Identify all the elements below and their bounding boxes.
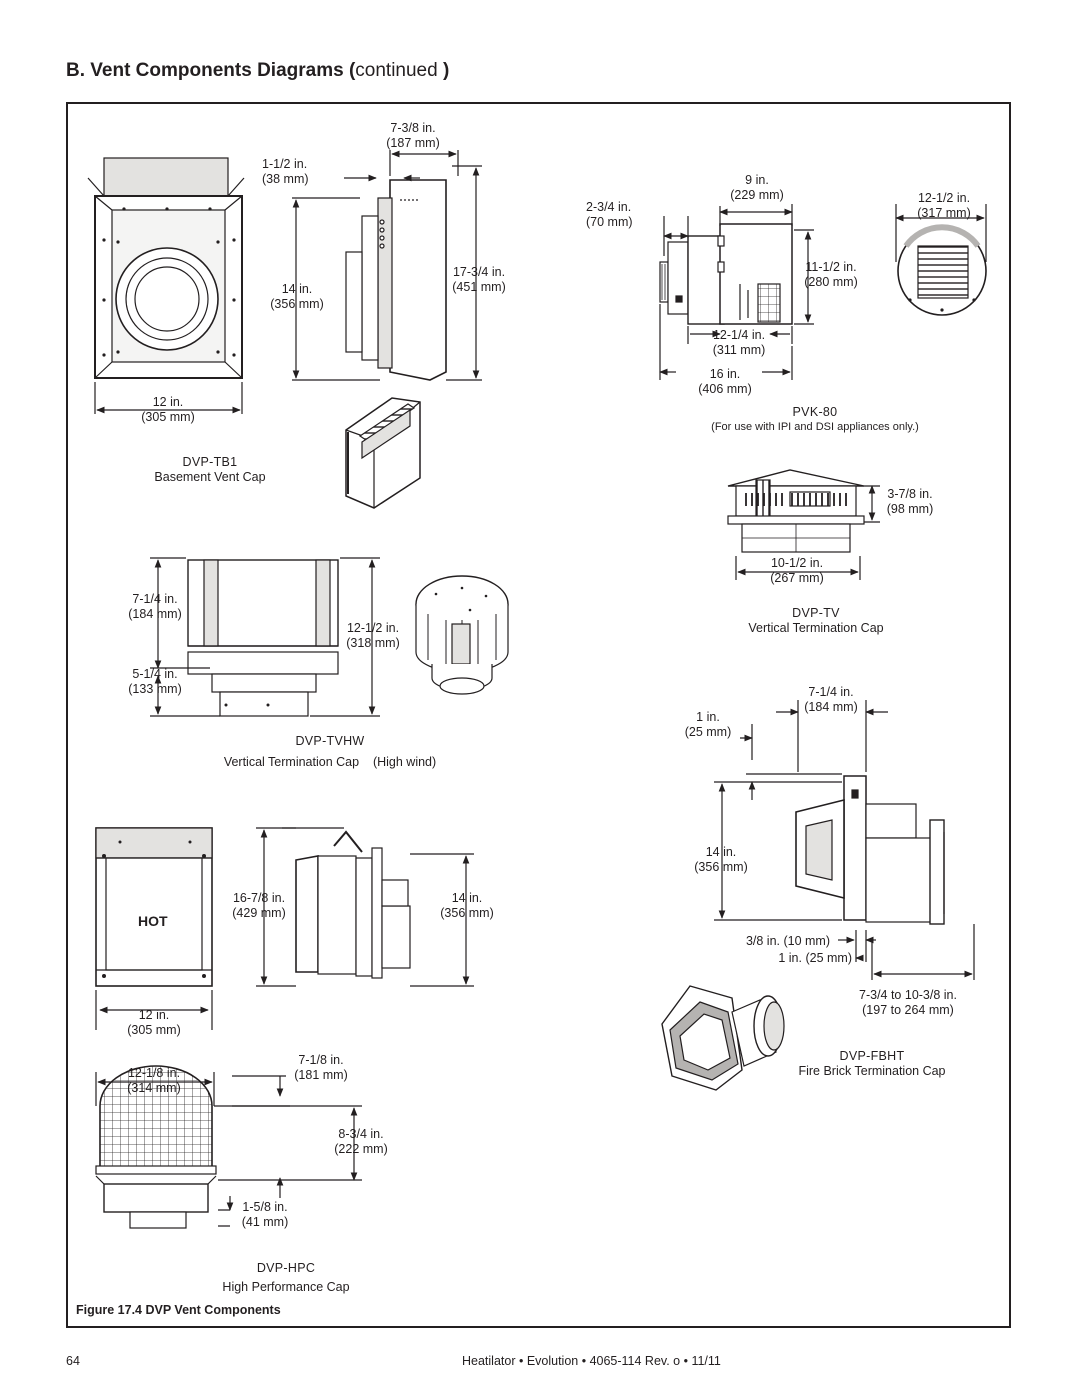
tb1-width-label: 12 in.(305 mm): [141, 395, 195, 424]
tvhw-side-view: [187, 559, 339, 717]
hpc-side-view: [282, 827, 411, 979]
figure-frame: [66, 102, 1011, 1328]
tvhw-lower-label: 5-1/4 in.(133 mm): [128, 667, 182, 696]
fbht-height-label: 14 in.(356 mm): [694, 845, 748, 874]
pvk-side-view: [659, 223, 793, 325]
tvhw-height-label: 12-1/2 in.(318 mm): [346, 621, 400, 650]
tv-dimensions: [735, 485, 880, 580]
tb1-side-view: [345, 179, 447, 381]
figure-caption: Figure 17.4 DVP Vent Components: [76, 1303, 281, 1317]
tb1-front-view: [87, 157, 245, 379]
fbht-side-view: [795, 775, 945, 925]
pvk-offset-label: 2-3/4 in.(70 mm): [586, 200, 633, 229]
tb1-offset-label: 1-1/2 in.(38 mm): [262, 157, 309, 186]
tb1-height-label: 14 in.(356 mm): [270, 282, 324, 311]
fbht-wall-label: 1 in. (25 mm): [778, 951, 852, 965]
tb1-iso-view: [345, 397, 421, 509]
fbht-offset-label: 1 in.(25 mm): [684, 710, 732, 739]
pvk-height-label: 11-1/2 in.(280 mm): [804, 260, 858, 289]
hpc-width-label: 12-1/8 in.(314 mm): [127, 1066, 181, 1095]
tb1-width-dimension: [94, 382, 243, 414]
tv-side-view: [727, 469, 865, 553]
fbht-iso-view: [661, 985, 785, 1091]
hpc-top-view: [95, 1065, 217, 1229]
fbht-flange-label: 3/8 in. (10 mm): [745, 934, 830, 948]
pvk-caption: PVK-80(For use with IPI and DSI applianc…: [711, 405, 919, 433]
hpc-side-height-label: 14 in.(356 mm): [440, 891, 494, 920]
section-heading: B. Vent Components Diagrams (continued ): [66, 60, 450, 81]
hpc-collar-label: 1-5/8 in.(41 mm): [241, 1200, 289, 1229]
hot-warning-label: HOT: [138, 913, 168, 929]
tvhw-upper-label: 7-1/4 in.(184 mm): [128, 592, 182, 621]
page-number: 64: [66, 1354, 80, 1368]
hpc-front-dimensions: [256, 827, 474, 987]
pvk-length-label: 16 in.(406 mm): [698, 367, 752, 396]
tb1-side-dimensions: [292, 150, 482, 381]
pvk-front-view: [895, 204, 987, 316]
fbht-depth-label: 7-1/4 in.(184 mm): [804, 685, 858, 714]
hpc-top-dimensions: [95, 1072, 362, 1227]
tb1-total-label: 17-3/4 in.(451 mm): [452, 265, 506, 294]
pvk-diameter-label: 12-1/2 in.(317 mm): [917, 191, 971, 220]
page-footer: Heatilator • Evolution • 4065-114 Rev. o…: [462, 1354, 721, 1368]
fbht-range-label: 7-3/4 to 10-3/8 in.(197 to 264 mm): [859, 988, 957, 1017]
hpc-front-height-label: 16-7/8 in.(429 mm): [232, 891, 286, 920]
pvk-body-label: 12-1/4 in.(311 mm): [712, 328, 766, 357]
tb1-depth-label: 7-3/8 in.(187 mm): [386, 121, 440, 150]
hpc-depth-label: 7-1/8 in.(181 mm): [294, 1053, 348, 1082]
pvk-dimensions: [659, 204, 814, 380]
tv-width-label: 10-1/2 in.(267 mm): [770, 556, 824, 585]
hpc-front-width-label: 12 in.(305 mm): [127, 1008, 181, 1037]
pvk-depth-label: 9 in.(229 mm): [730, 173, 784, 202]
tv-height-label: 3-7/8 in.(98 mm): [886, 487, 934, 516]
tvhw-dimensions: [150, 557, 380, 717]
hpc-front-view: [95, 827, 213, 1030]
tvhw-iso-view: [415, 575, 509, 695]
fbht-dimensions: [714, 700, 975, 980]
hpc-height-label: 8-3/4 in.(222 mm): [334, 1127, 388, 1156]
